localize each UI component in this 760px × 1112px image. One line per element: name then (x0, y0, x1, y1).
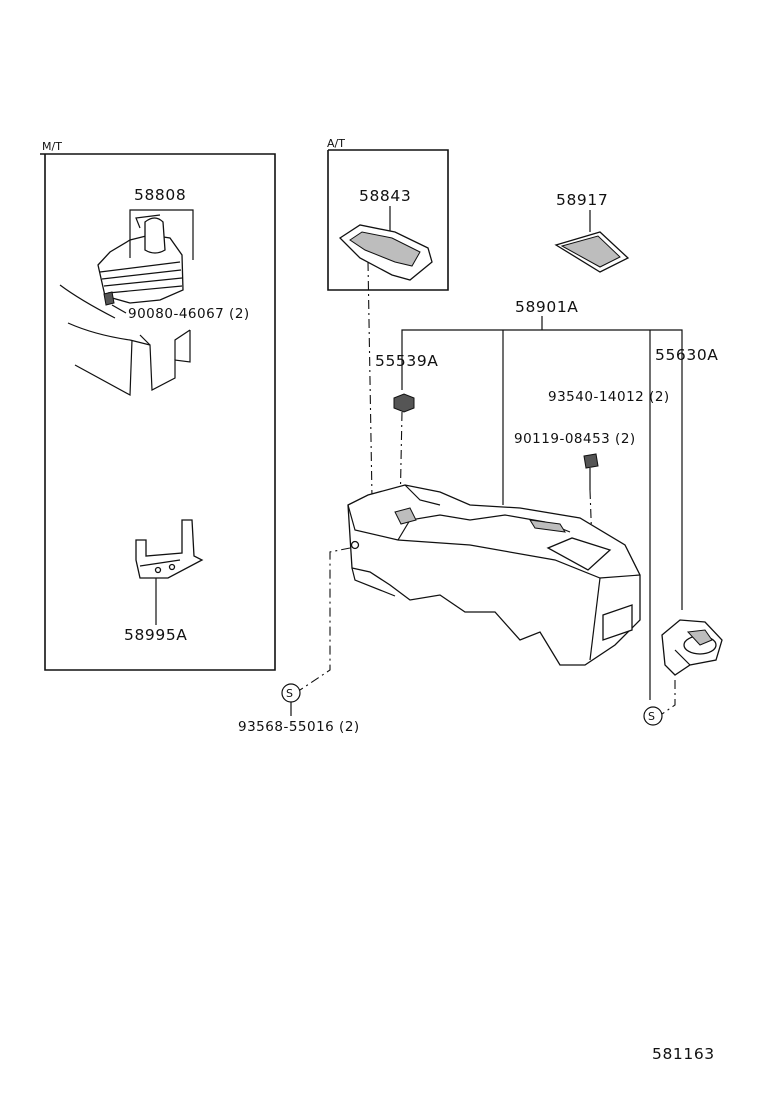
shift-boot-58808 (97, 214, 184, 306)
bracket-58995a (135, 519, 204, 579)
console-box-58901a (347, 484, 641, 666)
mt-section-label: M/T (42, 140, 62, 153)
side-screw-part-number: 93568-55016 (2) (238, 719, 360, 735)
bezel-install-line (367, 261, 373, 499)
right-screw-install-line (661, 680, 676, 715)
cup-holder-part-number: 55630A (655, 346, 719, 364)
console-box-leader-bar (401, 329, 683, 610)
side-screw-install-line (299, 547, 351, 691)
bracket-part-number: 58995A (124, 626, 188, 644)
shift-boot-part-number: 58808 (134, 186, 186, 204)
mt-section: M/T 58808 90080-46067 (2) (40, 140, 276, 671)
mt-section-frame (40, 153, 276, 671)
at-section: A/T 58843 (327, 137, 449, 291)
cup-holder-55630a (661, 619, 723, 676)
console-bolt-part-number: 90119-08453 (2) (514, 431, 636, 447)
at-section-frame (327, 149, 449, 291)
retainer-part-number: 55539A (375, 352, 439, 370)
console-bolt-90119 (583, 453, 599, 490)
boot-screw-leader (111, 304, 127, 314)
shift-bezel-58843 (338, 224, 433, 281)
retainer-55539a (393, 393, 415, 413)
boot-screw-part-number: 90080-46067 (2) (128, 306, 250, 322)
shift-bezel-part-number: 58843 (359, 187, 411, 205)
shift-boot-leader (129, 209, 194, 260)
floor-tunnel-sketch (59, 284, 191, 396)
right-screw-symbol-label: S (648, 710, 655, 723)
console-screw-part-number: 93540-14012 (2) (548, 389, 670, 405)
console-mat-58917 (554, 231, 630, 273)
console-box-part-number: 58901A (515, 298, 579, 316)
side-screw-symbol-label: S (286, 687, 293, 700)
at-section-label: A/T (327, 137, 345, 150)
right-screw-symbol (643, 706, 663, 726)
console-mat-part-number: 58917 (556, 191, 608, 209)
diagram-id: 581163 (652, 1045, 715, 1063)
